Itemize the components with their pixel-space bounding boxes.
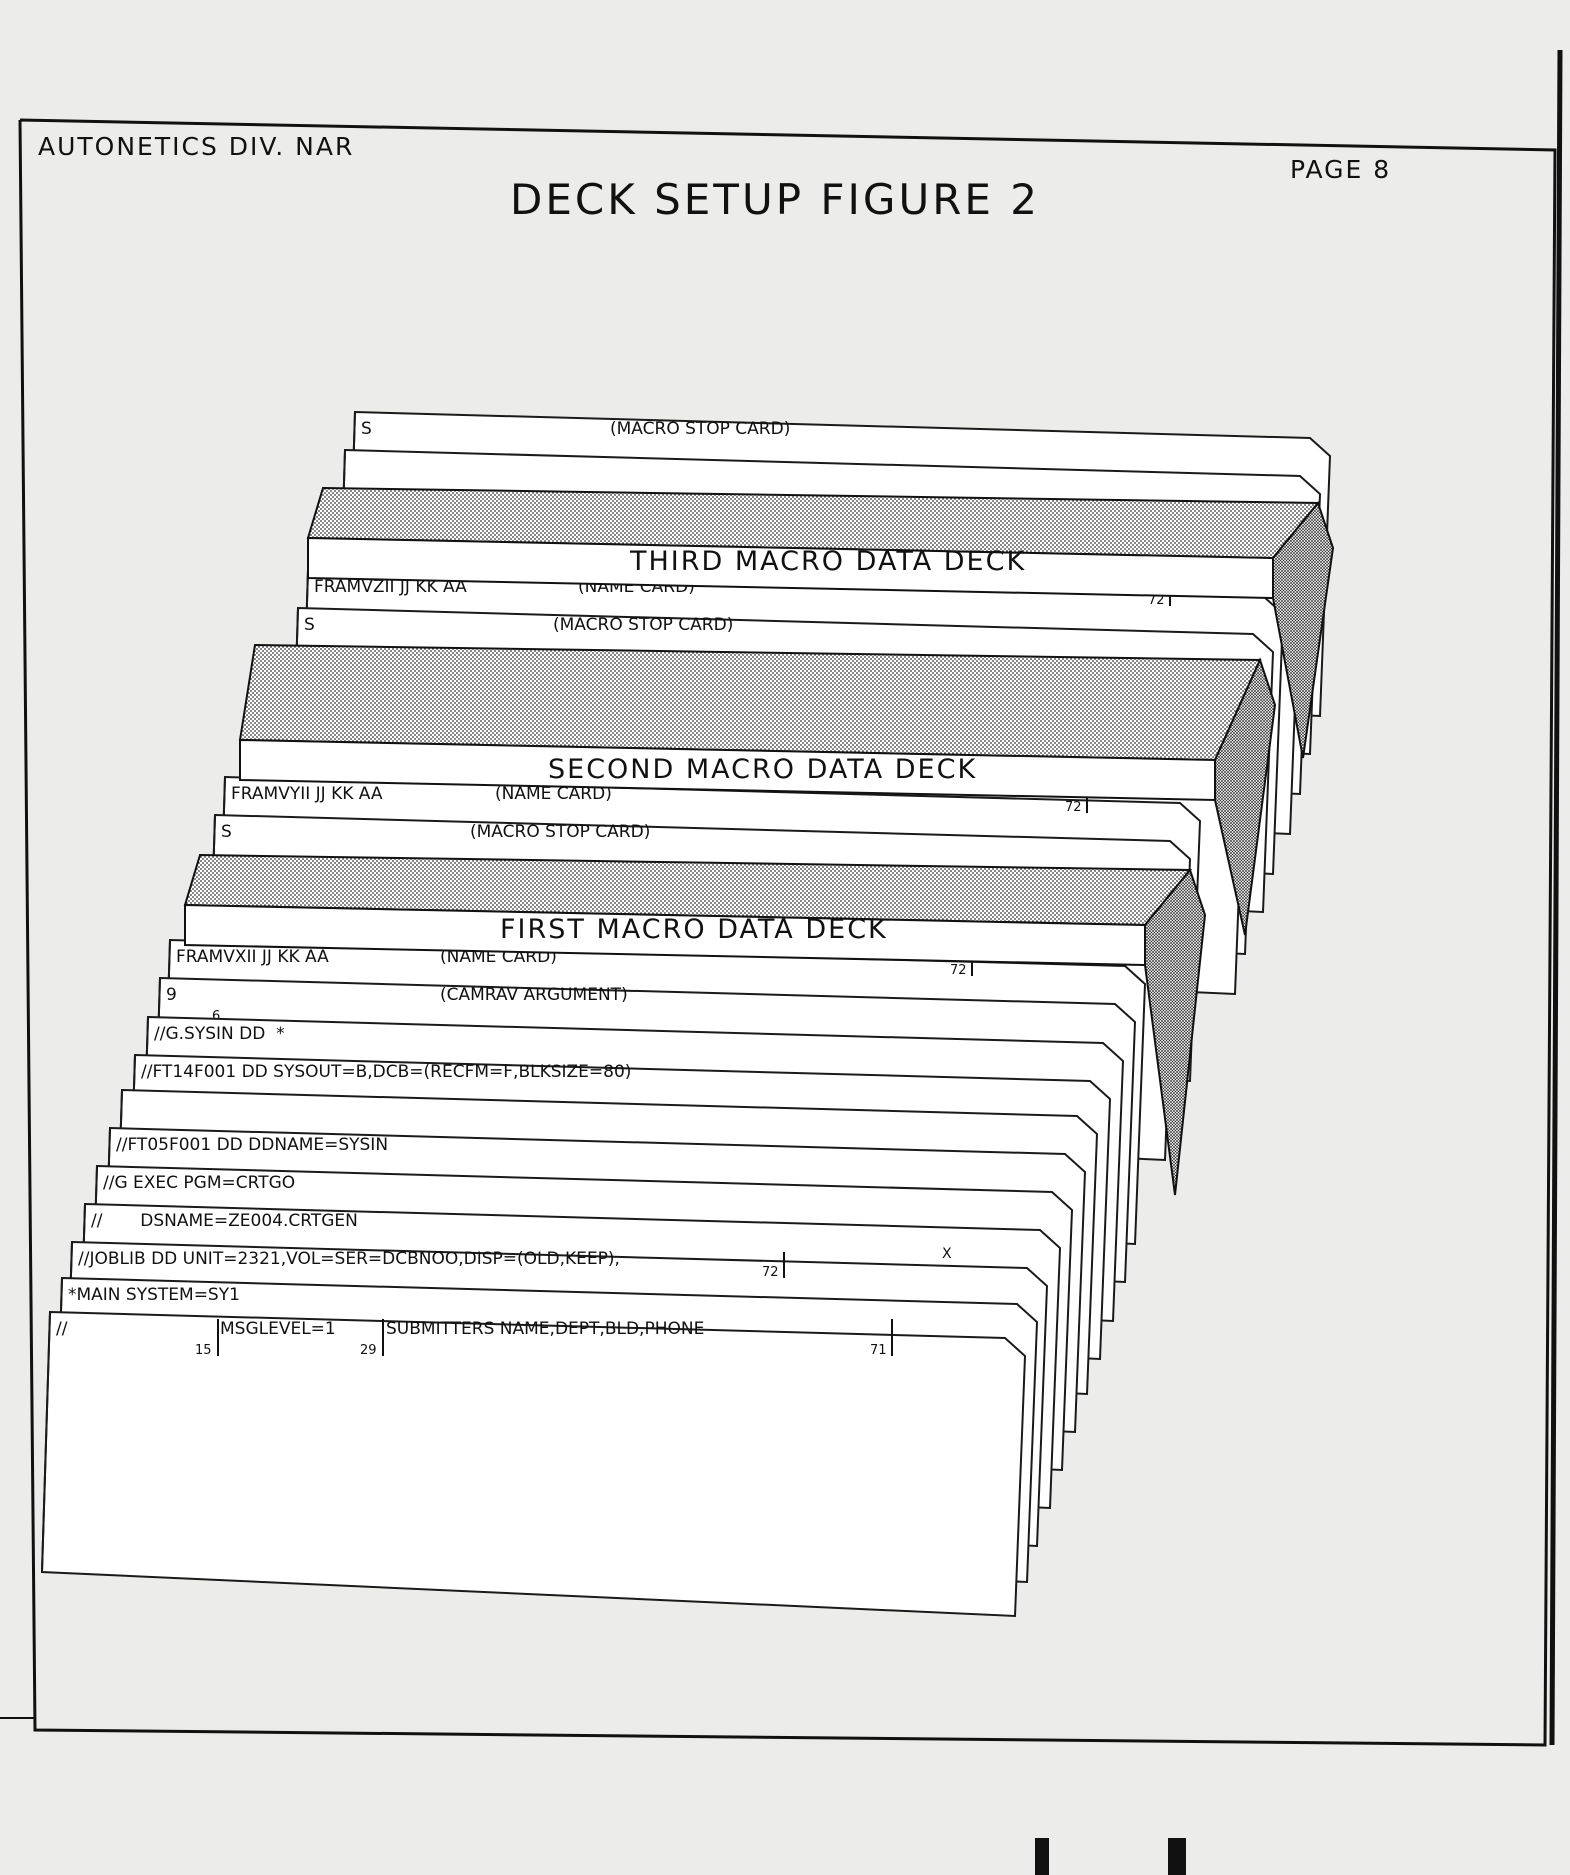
card-text: FRAMVZII JJ KK AA: [314, 577, 467, 597]
card-text: S: [304, 615, 315, 635]
card-text: //FT05F001 DD DDNAME=SYSIN: [116, 1135, 388, 1155]
punch-mark: X: [942, 1246, 952, 1262]
deck-side-face: [1144, 867, 1207, 1196]
card-label: (MACRO STOP CARD): [553, 615, 733, 635]
column-number: 6: [212, 1009, 220, 1024]
card-text: //G.SYSIN DD *: [154, 1024, 285, 1044]
page-frame: [18, 118, 1557, 1747]
submitter-text: SUBMITTERS NAME,DEPT,BLD,PHONE: [386, 1319, 704, 1339]
card-left-edge: [41, 1311, 51, 1573]
column-number: 15: [195, 1343, 212, 1358]
card-text: *MAIN SYSTEM=SY1: [68, 1285, 240, 1305]
column-number: 72: [1148, 593, 1165, 608]
card-text: FRAMVYII JJ KK AA: [231, 784, 383, 804]
card-label: (MACRO STOP CARD): [610, 419, 790, 439]
deck-label: FIRST MACRO DATA DECK: [500, 914, 888, 945]
column-number: 72: [950, 963, 967, 978]
card-text: S: [361, 419, 372, 439]
card-label: (CAMRAV ARGUMENT): [440, 985, 628, 1005]
column-number: 72: [1065, 800, 1082, 815]
registration-mark-left: [1035, 1838, 1049, 1875]
company-label: AUTONETICS DIV. NAR: [38, 132, 355, 161]
deck-side-face: [1272, 500, 1335, 759]
column-number: 72: [762, 1265, 779, 1280]
card-text: //FT14F001 DD SYSOUT=B,DCB=(RECFM=F,BLKS…: [141, 1062, 631, 1082]
card-text: //G EXEC PGM=CRTGO: [103, 1173, 295, 1193]
card-text: S: [221, 822, 232, 842]
msglevel-text: MSGLEVEL=1: [220, 1319, 336, 1339]
card-text: // DSNAME=ZE004.CRTGEN: [91, 1211, 358, 1231]
column-number: 71: [870, 1343, 887, 1358]
card-text: //: [56, 1319, 68, 1339]
card-text: 9: [166, 985, 177, 1005]
column-number: 29: [360, 1343, 377, 1358]
card-text: //JOBLIB DD UNIT=2321,VOL=SER=DCBNOO,DIS…: [78, 1249, 620, 1269]
page-number: PAGE 8: [1290, 155, 1392, 184]
registration-mark-right: [1168, 1838, 1186, 1875]
data-deck: FIRST MACRO DATA DECK: [183, 853, 1207, 1196]
deck-label: THIRD MACRO DATA DECK: [629, 546, 1026, 577]
card-text: FRAMVXII JJ KK AA: [176, 947, 329, 967]
punch-card: // MSGLEVEL=1 SUBMITTERS NAME,DEPT,BLD,PHO…: [40, 1310, 1027, 1618]
deck-side-face: [1214, 657, 1277, 936]
data-deck: THIRD MACRO DATA DECK: [306, 486, 1335, 759]
card-label: (NAME CARD): [495, 784, 612, 804]
data-deck: SECOND MACRO DATA DECK: [238, 643, 1277, 936]
deck-label: SECOND MACRO DATA DECK: [548, 754, 977, 785]
right-edge-mark: [1549, 49, 1563, 1746]
figure-title: DECK SETUP FIGURE 2: [510, 175, 1040, 224]
card-label: (MACRO STOP CARD): [470, 822, 650, 842]
